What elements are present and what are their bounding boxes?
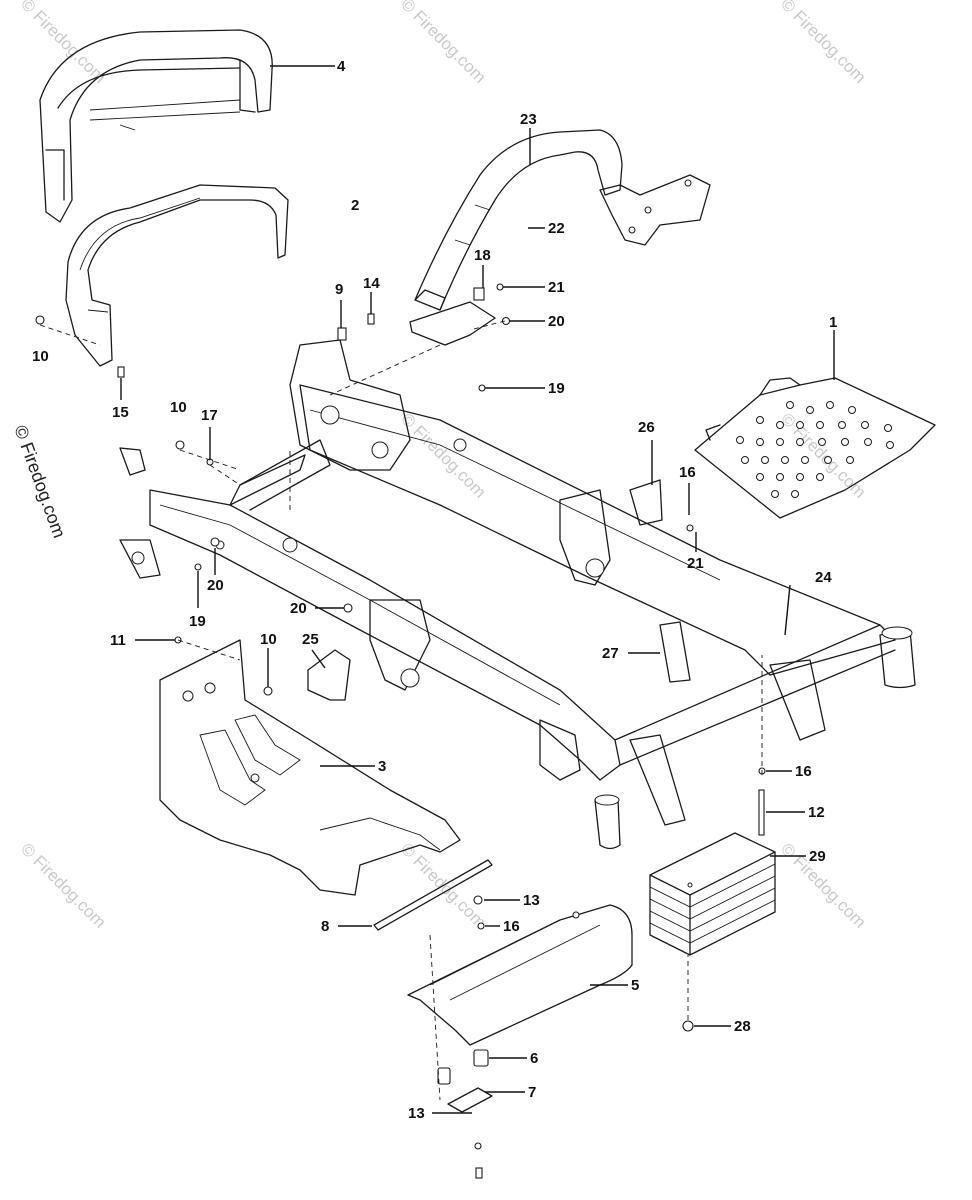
small-hardware [35, 313, 766, 1032]
watermark-text: © Firedog.com [397, 0, 489, 87]
assembly-lines [39, 320, 763, 1101]
callout-20: 20 [548, 313, 565, 330]
callout-20: 20 [207, 577, 224, 594]
callout-8: 8 [321, 918, 329, 935]
callout-27: 27 [602, 645, 619, 662]
callout-10: 10 [260, 631, 277, 648]
part-29-weight-stack [649, 832, 776, 956]
floor-plate-holes [736, 401, 894, 498]
callout-12: 12 [808, 804, 825, 821]
callout-10: 10 [170, 399, 187, 416]
callout-layer: 4 2 23 22 18 21 20 9 14 10 15 19 1 10 17… [32, 58, 837, 1122]
part-5-front-tray [407, 904, 633, 1046]
callout-6: 6 [530, 1050, 538, 1067]
watermark-layer: © Firedog.com © Firedog.com © Firedog.co… [10, 0, 869, 932]
callout-17: 17 [201, 407, 218, 424]
callout-16: 16 [503, 918, 520, 935]
callout-19: 19 [548, 380, 565, 397]
callout-19: 19 [189, 613, 206, 630]
callout-3: 3 [378, 758, 386, 775]
watermark-text: © Firedog.com [17, 839, 109, 931]
callout-26: 26 [638, 419, 655, 436]
callout-21: 21 [548, 279, 565, 296]
callout-4: 4 [337, 58, 346, 75]
callout-23: 23 [520, 111, 537, 128]
side-watermark-text: © Firedog.com [10, 423, 69, 541]
callout-11: 11 [110, 632, 126, 649]
callout-2: 2 [351, 197, 359, 214]
callout-15: 15 [112, 404, 129, 421]
callout-25: 25 [302, 631, 319, 648]
callout-14: 14 [363, 275, 380, 292]
callout-13: 13 [523, 892, 540, 909]
callout-5: 5 [631, 977, 639, 994]
part-1-floor-plate [694, 377, 936, 519]
callout-22: 22 [548, 220, 565, 237]
callout-13: 13 [408, 1105, 425, 1122]
callout-24: 24 [815, 569, 832, 586]
callout-10: 10 [32, 348, 49, 365]
part-23-rops-bar [414, 129, 711, 311]
callout-16: 16 [679, 464, 696, 481]
callout-21: 21 [687, 555, 704, 572]
part-4-bumper-cover [39, 29, 273, 223]
callout-20: 20 [290, 600, 307, 617]
callout-28: 28 [734, 1018, 751, 1035]
callout-1: 1 [829, 314, 837, 331]
callout-18: 18 [474, 247, 491, 264]
part-3-foot-pan [159, 639, 461, 896]
part-18-bracket [409, 283, 511, 346]
part-2-bumper-frame [65, 184, 289, 367]
callout-16: 16 [795, 763, 812, 780]
watermark-text: © Firedog.com [17, 0, 109, 87]
callout-9: 9 [335, 281, 343, 298]
part-8-strip [373, 859, 493, 931]
watermark-text: © Firedog.com [397, 409, 489, 501]
callout-29: 29 [809, 848, 826, 865]
callout-7: 7 [528, 1084, 536, 1101]
part-24-main-frame [119, 339, 916, 850]
part-6-7-13-hardware [437, 1049, 493, 1179]
watermark-text: © Firedog.com [777, 0, 869, 87]
